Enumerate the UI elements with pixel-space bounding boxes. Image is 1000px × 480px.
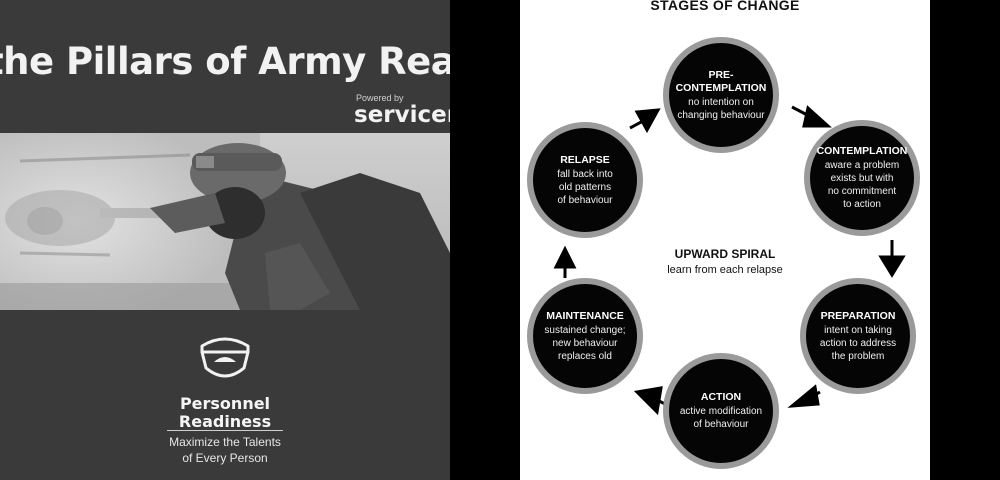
subtitle-line1: Maximize the Talents (169, 435, 281, 449)
military-cap-icon (200, 337, 250, 378)
soldier-helicopter-photo (0, 133, 450, 310)
diagram-title: STAGES OF CHANGE (650, 0, 800, 13)
stage-description: intent on taking action to address the p… (819, 324, 897, 362)
stage-precontemplation: PRE- CONTEMPLATION no intention on chang… (663, 37, 779, 153)
stage-description: no intention on changing behaviour (677, 96, 765, 121)
powered-by-label: Powered by (356, 93, 404, 103)
subtitle-line2: of Every Person (182, 451, 268, 465)
stage-description: active modification of behaviour (679, 406, 763, 430)
section-title-line2: Readiness (178, 412, 272, 431)
soldier-silhouette (150, 143, 450, 310)
stage-name: RELAPSE (560, 153, 610, 166)
helicopter-silhouette (5, 153, 191, 257)
stage-name: ACTION (700, 391, 742, 403)
center-subtitle: learn from each relapse (667, 264, 783, 276)
stage-contemplation: CONTEMPLATION aware a problem exists but… (804, 120, 920, 236)
stage-preparation: PREPARATION intent on taking action to a… (800, 278, 916, 394)
section-title-line1: Personnel (179, 394, 271, 413)
stage-name: PRE- CONTEMPLATION (675, 68, 767, 94)
stage-name: PREPARATION (820, 309, 896, 322)
brand-logo: servicenow (354, 102, 450, 128)
stage-maintenance: MAINTENANCE sustained change; new behavi… (527, 278, 643, 394)
cycle-arrows (553, 105, 906, 416)
stage-name: CONTEMPLATION (816, 145, 908, 157)
promo-title: the Pillars of Army Readiness (0, 40, 450, 83)
stage-description: fall back into old patterns of behaviour (557, 168, 613, 206)
stages-diagram-panel: STAGES OF CHANGE PRE- CONTEMPLATION no i… (520, 0, 930, 480)
stage-description: sustained change; new behaviour replaces… (544, 324, 626, 362)
stage-description: aware a problem exists but with no commi… (824, 160, 900, 210)
stage-action: ACTION active modification of behaviour (663, 353, 779, 469)
promo-panel: the Pillars of Army Readiness Powered by… (0, 0, 450, 480)
section-divider (167, 430, 283, 431)
stage-relapse: RELAPSE fall back into old patterns of b… (527, 122, 643, 238)
center-title: UPWARD SPIRAL (674, 247, 776, 261)
stage-name: MAINTENANCE (546, 309, 624, 322)
